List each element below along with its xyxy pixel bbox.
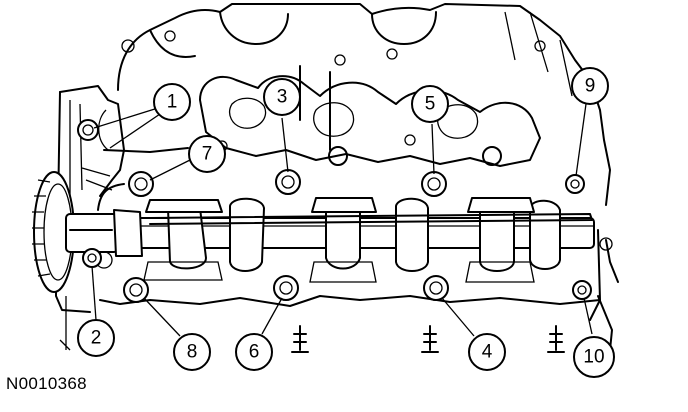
- callout-3: 3: [263, 78, 301, 116]
- bolts: [77, 119, 592, 303]
- callout-label: 3: [277, 87, 288, 108]
- callout-7: 7: [188, 135, 226, 173]
- bolt-10: [572, 280, 592, 300]
- callout-6: 6: [235, 333, 273, 371]
- callout-label: 2: [91, 328, 102, 349]
- callout-label: 8: [187, 342, 198, 363]
- bolt-2: [82, 248, 102, 268]
- callout-label: 10: [583, 347, 604, 368]
- studs: [291, 237, 619, 353]
- camshaft: [95, 197, 595, 283]
- callout-1: 1: [153, 83, 191, 121]
- bolt-9: [565, 174, 585, 194]
- callout-10: 10: [573, 336, 615, 378]
- callout-label: 4: [482, 342, 493, 363]
- figure-id-label: N0010368: [6, 374, 87, 393]
- bolt-3: [275, 169, 301, 195]
- bolt-7: [128, 171, 154, 197]
- callout-4: 4: [468, 333, 506, 371]
- bolt-8: [123, 277, 149, 303]
- bolt-1: [77, 119, 99, 141]
- bolt-4: [423, 275, 449, 301]
- bolt-6: [273, 275, 299, 301]
- callout-label: 1: [167, 92, 178, 113]
- upper-casting: [117, 3, 611, 206]
- callout-2: 2: [77, 319, 115, 357]
- callout-label: 7: [202, 144, 213, 165]
- callout-label: 5: [425, 94, 436, 115]
- leader-lines: [91, 103, 593, 337]
- callout-5: 5: [411, 85, 449, 123]
- callout-label: 9: [585, 76, 596, 97]
- callout-9: 9: [571, 67, 609, 105]
- vct-sprocket: [32, 171, 143, 293]
- callout-label: 6: [249, 342, 260, 363]
- bolt-5: [421, 171, 447, 197]
- callout-8: 8: [173, 333, 211, 371]
